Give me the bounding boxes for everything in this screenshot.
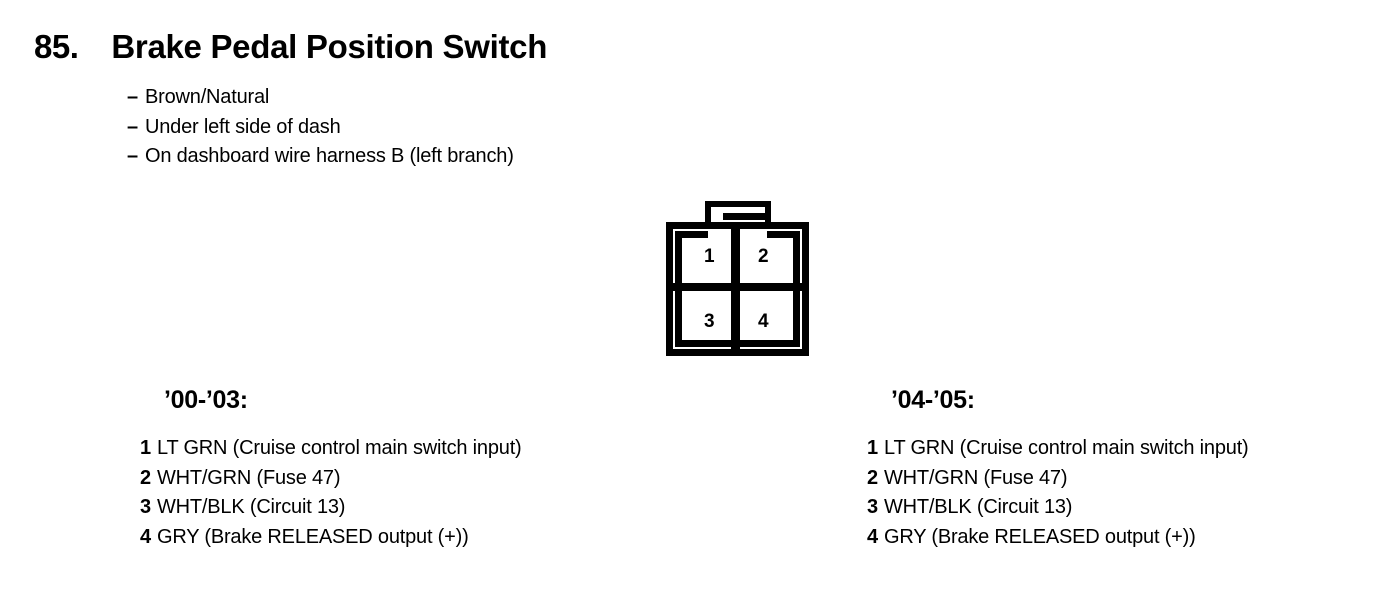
connector-pin-label-3: 3 <box>704 311 715 332</box>
pinout-row: 3 WHT/BLK (Circuit 13) <box>140 493 522 523</box>
dash-icon: – <box>127 145 138 167</box>
connector-divider-horizontal <box>673 283 802 291</box>
bullet-text: Brown/Natural <box>145 86 270 108</box>
description-bullet-list: –Brown/Natural –Under left side of dash … <box>127 83 514 172</box>
connector-notch-bar-left <box>682 231 708 238</box>
connector-diagram: 1 2 3 4 <box>666 201 809 356</box>
pinout-row-number: 4 <box>867 525 878 548</box>
pinout-row-text: WHT/GRN (Fuse 47) <box>157 466 341 489</box>
pinout-column-2004-2005: ’04-’05: 1 LT GRN (Cruise control main sw… <box>867 386 1249 552</box>
pinout-row-list: 1 LT GRN (Cruise control main switch inpu… <box>867 434 1249 552</box>
pinout-row-number: 3 <box>140 496 151 518</box>
bullet-item: –Under left side of dash <box>127 113 514 143</box>
pinout-row-text: WHT/GRN (Fuse 47) <box>884 466 1068 489</box>
pinout-column-heading: ’00-’03: <box>164 386 248 414</box>
connector-pin-label-4: 4 <box>758 311 769 332</box>
pinout-row-number: 2 <box>140 466 151 489</box>
connector-notch-bar-right <box>767 231 793 238</box>
bullet-text: On dashboard wire harness B (left branch… <box>145 145 514 167</box>
pinout-row-text: WHT/BLK (Circuit 13) <box>884 496 1073 518</box>
connector-pin-label-2: 2 <box>758 246 769 267</box>
pinout-row-number: 1 <box>867 437 878 459</box>
pinout-row-number: 3 <box>867 496 878 518</box>
pinout-column-2000-2003: ’00-’03: 1 LT GRN (Cruise control main sw… <box>140 386 522 552</box>
connector-notch-left <box>675 231 682 239</box>
pinout-row-number: 2 <box>867 466 878 489</box>
pinout-row: 2 WHT/GRN (Fuse 47) <box>140 464 522 494</box>
bullet-item: –Brown/Natural <box>127 83 514 113</box>
pinout-row: 2 WHT/GRN (Fuse 47) <box>867 464 1249 494</box>
bullet-item: –On dashboard wire harness B (left branc… <box>127 142 514 172</box>
pinout-row-text: GRY (Brake RELEASED output (+)) <box>884 525 1196 548</box>
pinout-row: 3 WHT/BLK (Circuit 13) <box>867 493 1249 523</box>
pinout-row-text: GRY (Brake RELEASED output (+)) <box>157 525 469 548</box>
connector-locking-tab <box>705 201 771 224</box>
pinout-row: 1 LT GRN (Cruise control main switch inpu… <box>140 434 522 464</box>
pinout-row: 4 GRY (Brake RELEASED output (+)) <box>867 523 1249 553</box>
connector-tab-slot <box>723 213 765 220</box>
page-title: Brake Pedal Position Switch <box>111 28 548 65</box>
pinout-row-number: 1 <box>140 437 151 459</box>
pinout-column-heading: ’04-’05: <box>891 386 975 414</box>
connector-notch-right <box>793 231 800 239</box>
pinout-row-text: WHT/BLK (Circuit 13) <box>157 496 346 518</box>
pinout-row: 4 GRY (Brake RELEASED output (+)) <box>140 523 522 553</box>
dash-icon: – <box>127 115 138 138</box>
pinout-row-number: 4 <box>140 525 151 548</box>
bullet-text: Under left side of dash <box>145 115 341 138</box>
connector-pin-label-1: 1 <box>704 246 715 267</box>
pinout-row-list: 1 LT GRN (Cruise control main switch inpu… <box>140 434 522 552</box>
pinout-row-text: LT GRN (Cruise control main switch input… <box>884 437 1249 459</box>
item-number: 85. <box>34 28 79 65</box>
page-title-row: 85. Brake Pedal Position Switch <box>34 28 547 66</box>
dash-icon: – <box>127 86 138 108</box>
pinout-row-text: LT GRN (Cruise control main switch input… <box>157 437 522 459</box>
pinout-row: 1 LT GRN (Cruise control main switch inpu… <box>867 434 1249 464</box>
